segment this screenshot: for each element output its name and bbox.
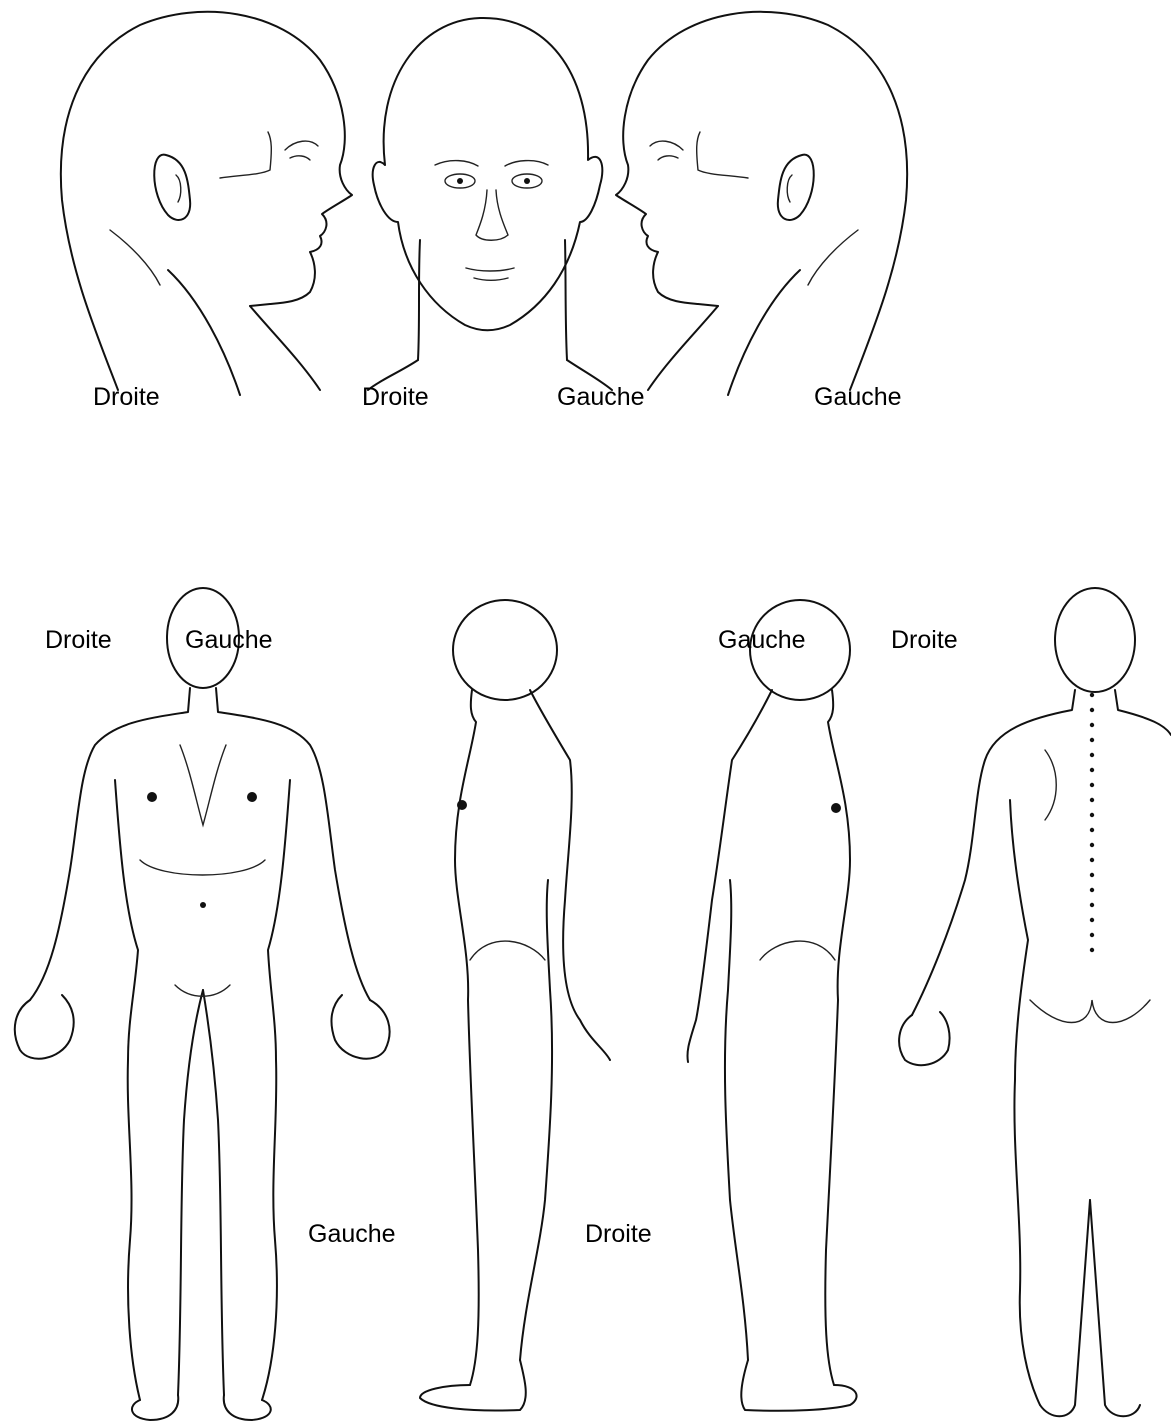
label-body-front-left: Gauche [185,628,273,653]
label-body-front-right: Droite [45,628,112,653]
label-body-side-left-top: Gauche [718,628,806,653]
body-side-right [687,600,856,1411]
label-head-right-profile: Droite [93,385,160,410]
label-body-back-right: Droite [891,628,958,653]
head-right-profile [61,12,352,395]
body-side-left [420,600,610,1411]
head-front [368,18,612,390]
body-back [899,588,1171,1416]
label-head-front-left: Gauche [557,385,645,410]
head-left-profile [616,12,907,395]
label-body-lower-left: Gauche [308,1222,396,1247]
label-head-front-right: Droite [362,385,429,410]
label-head-left-profile: Gauche [814,385,902,410]
body-front [15,588,390,1420]
label-body-lower-right: Droite [585,1222,652,1247]
